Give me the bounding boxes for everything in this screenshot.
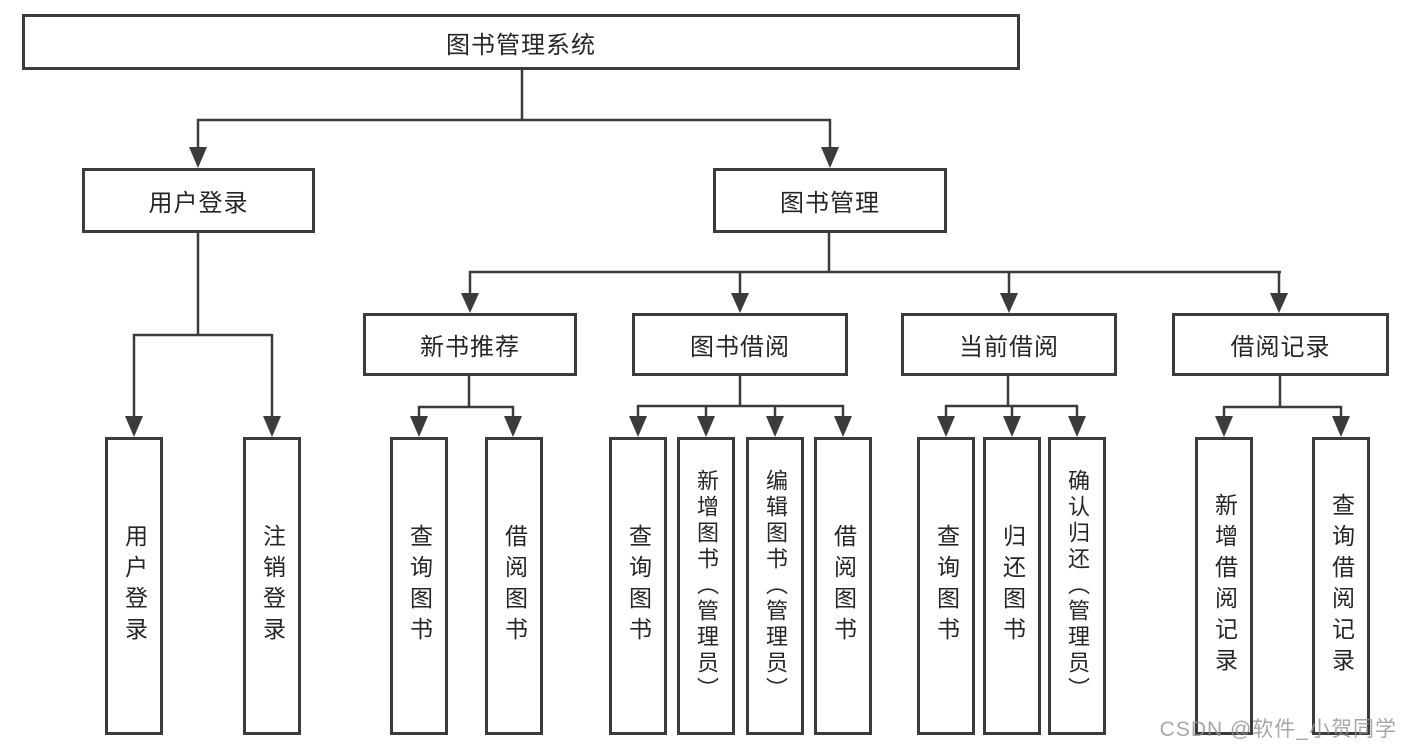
leaf-label: 用户登录 (121, 524, 148, 648)
watermark-text: CSDN @软件_小贺同学 (1159, 718, 1397, 741)
leaf-label: 新增借阅记录 (1211, 493, 1238, 679)
connector-borrow-records-to-leaves (1215, 376, 1350, 437)
node-root-system: 图书管理系统 (22, 14, 1020, 70)
node-book-management: 图书管理 (713, 168, 947, 233)
leaf-edit-book-admin: 编辑图书（管理员） (746, 437, 804, 735)
leaf-query-book-borrow: 查询图书 (609, 437, 667, 735)
leaf-label: 查询图书 (406, 524, 433, 648)
connector-book-management-to-level3 (461, 233, 1288, 313)
leaf-add-borrow-record: 新增借阅记录 (1195, 437, 1253, 735)
leaf-logout: 注销登录 (243, 437, 301, 735)
leaf-return-book: 归还图书 (983, 437, 1041, 735)
node-current-borrow: 当前借阅 (901, 313, 1117, 376)
leaf-label: 确认归还（管理员） (1065, 469, 1090, 703)
leaf-user-login: 用户登录 (105, 437, 163, 735)
connector-new-book-to-leaves (410, 376, 522, 437)
connector-user-login-to-leaves (125, 233, 281, 437)
leaf-label: 编辑图书（管理员） (763, 469, 788, 703)
leaf-query-book-recommend: 查询图书 (390, 437, 448, 735)
node-book-borrow: 图书借阅 (632, 313, 848, 376)
leaf-label: 查询图书 (625, 524, 652, 648)
node-borrow-records: 借阅记录 (1172, 313, 1389, 376)
connector-root-to-level2 (189, 70, 839, 168)
node-new-book-recommend: 新书推荐 (363, 313, 577, 376)
leaf-confirm-return-admin: 确认归还（管理员） (1048, 437, 1106, 735)
leaf-add-book-admin: 新增图书（管理员） (677, 437, 735, 735)
leaf-borrow-book: 借阅图书 (814, 437, 872, 735)
leaf-label: 新增图书（管理员） (694, 469, 719, 703)
leaf-label: 借阅图书 (830, 524, 857, 648)
leaf-label: 注销登录 (259, 524, 286, 648)
connector-current-borrow-to-leaves (937, 376, 1086, 437)
connector-book-borrow-to-leaves (629, 376, 852, 437)
leaf-query-book-current: 查询图书 (917, 437, 975, 735)
leaf-label: 借阅图书 (501, 524, 528, 648)
leaf-borrow-book-recommend: 借阅图书 (485, 437, 543, 735)
leaf-label: 归还图书 (999, 524, 1026, 648)
node-user-login: 用户登录 (82, 168, 315, 233)
leaf-query-borrow-record: 查询借阅记录 (1312, 437, 1370, 735)
leaf-label: 查询借阅记录 (1328, 493, 1355, 679)
leaf-label: 查询图书 (933, 524, 960, 648)
